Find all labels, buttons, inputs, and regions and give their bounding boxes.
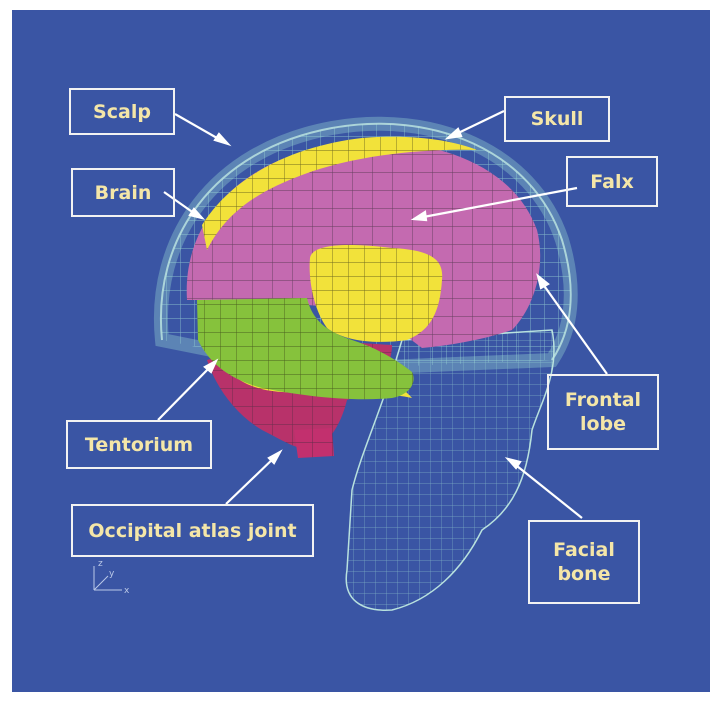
arrow-tentorium xyxy=(158,364,213,420)
label-facial-bone: Facial bone xyxy=(528,520,640,604)
arrow-occipital-joint xyxy=(226,455,277,504)
label-falx: Falx xyxy=(566,156,658,207)
label-occipital-atlas-joint: Occipital atlas joint xyxy=(71,504,314,557)
arrow-facial-bone xyxy=(512,462,582,518)
yellow-inner-region xyxy=(310,245,443,342)
label-frontal-lobe: Frontal lobe xyxy=(547,374,659,450)
axis-y-label: y xyxy=(109,569,115,579)
label-tentorium: Tentorium xyxy=(66,420,212,469)
axis-z-label: z xyxy=(98,559,103,569)
figure-frame: z y x Scalp Skull Brain Falx Frontal lob… xyxy=(12,10,710,692)
occipital-joint-block xyxy=(294,428,334,458)
axis-x-label: x xyxy=(124,586,130,596)
label-brain: Brain xyxy=(71,168,175,217)
label-scalp: Scalp xyxy=(69,88,175,135)
axes-triad: z y x xyxy=(94,559,130,596)
label-skull: Skull xyxy=(504,96,610,142)
arrowhead-scalp xyxy=(215,134,228,144)
